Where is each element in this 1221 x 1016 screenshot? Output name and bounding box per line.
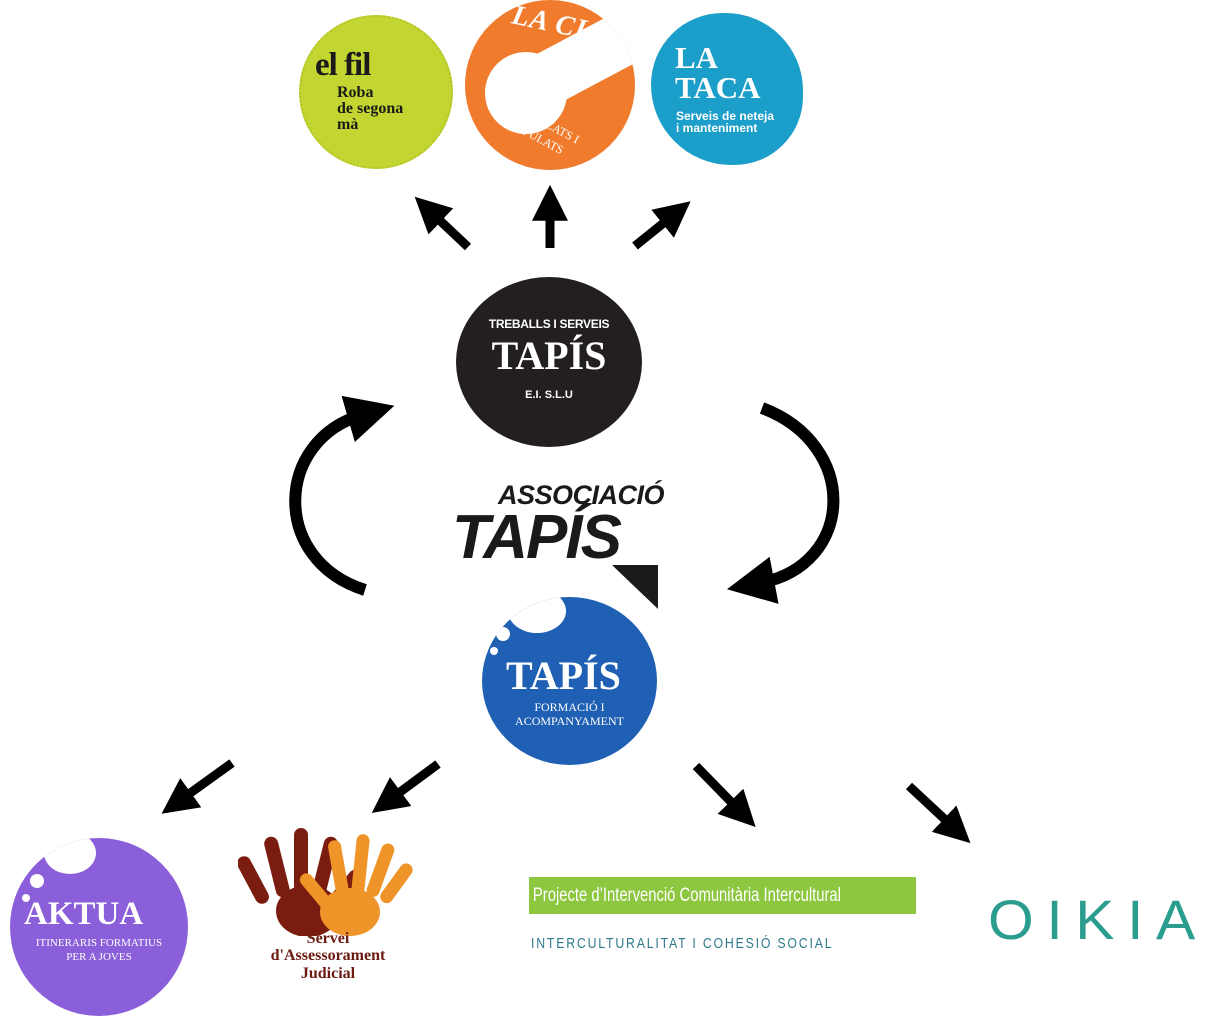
aktua-bubble-mid: [30, 874, 44, 888]
arrow-to-servei: [371, 760, 441, 813]
projecte-title-bar: Projecte d’Intervenció Comunitària Inter…: [529, 877, 916, 914]
treballs-name: TAPÍS: [491, 333, 607, 378]
aktua-logo: AKTUA ITINERARIS FORMATIUS PER A JOVES: [10, 838, 188, 1016]
servei-hands-icon: [238, 828, 413, 936]
formacio-bubble-large: [508, 597, 566, 633]
cycle-arrow-left: [289, 395, 395, 596]
projecte-title: Projecte d’Intervenció Comunitària Inter…: [532, 885, 841, 906]
formacio-bubble-mid: [496, 627, 510, 641]
servei-line-3: Judicial: [300, 965, 356, 982]
aktua-bubble-small: [22, 894, 30, 902]
arrow-to-oikia: [905, 782, 971, 844]
projecte-subtitle: INTERCULTURALITAT I COHESIÓ SOCIAL: [531, 935, 834, 952]
aktua-tagline-2: PER A JOVES: [66, 951, 132, 963]
el-fil-logo: el fil Roba de segona mà: [299, 15, 453, 169]
el-fil-tagline-3: mà: [337, 116, 359, 133]
arrow-to-aktua: [161, 759, 235, 814]
formacio-tagline-2: ACOMPANYAMENT: [515, 714, 624, 728]
arrow-to-el-fil: [414, 196, 472, 251]
la-taca-logo: LA TACA Serveis de neteja i manteniment: [651, 13, 803, 165]
associacio-line2: TAPÍS: [452, 503, 622, 572]
cycle-arrow-right: [726, 402, 840, 604]
aktua-tagline-1: ITINERARIS FORMATIUS: [35, 937, 163, 949]
la-taca-tagline-1: Serveis de neteja: [676, 109, 775, 123]
associacio-corner-mark: [612, 565, 658, 609]
treballs-serveis-hub: TREBALLS I SERVEIS TAPÍS E.I. S.L.U: [456, 277, 642, 447]
el-fil-tagline-2: de segona: [337, 100, 404, 117]
arrow-to-projecte: [692, 762, 756, 828]
treballs-bottom-label: E.I. S.L.U: [525, 389, 573, 401]
arrow-to-la-taca: [632, 201, 691, 250]
el-fil-tagline-1: Roba: [337, 84, 374, 101]
oikia-logo: OIKIA: [988, 888, 1208, 951]
la-taca-tagline-2: i manteniment: [676, 121, 758, 135]
treballs-top-label: TREBALLS I SERVEIS: [488, 317, 610, 331]
la-clau-logo: LA CLAU MECANITZATS I MANIPULATS: [465, 0, 635, 170]
formacio-name: TAPÍS: [506, 653, 621, 698]
formacio-bubble-small: [490, 647, 498, 655]
servei-line-1: Servei: [306, 930, 350, 947]
formacio-hub: TAPÍS FORMACIÓ I ACOMPANYAMENT: [482, 597, 657, 765]
la-taca-name-1: LA: [675, 40, 719, 75]
aktua-bubble-large: [44, 838, 96, 874]
aktua-name: AKTUA: [24, 896, 144, 932]
servei-line-2: d'Assessorament: [270, 947, 386, 964]
formacio-tagline-1: FORMACIÓ I: [534, 700, 605, 714]
el-fil-name: el fil: [315, 47, 371, 83]
la-taca-name-2: TACA: [675, 70, 761, 105]
associacio-line1: ASSOCIACIÓ: [498, 480, 665, 510]
